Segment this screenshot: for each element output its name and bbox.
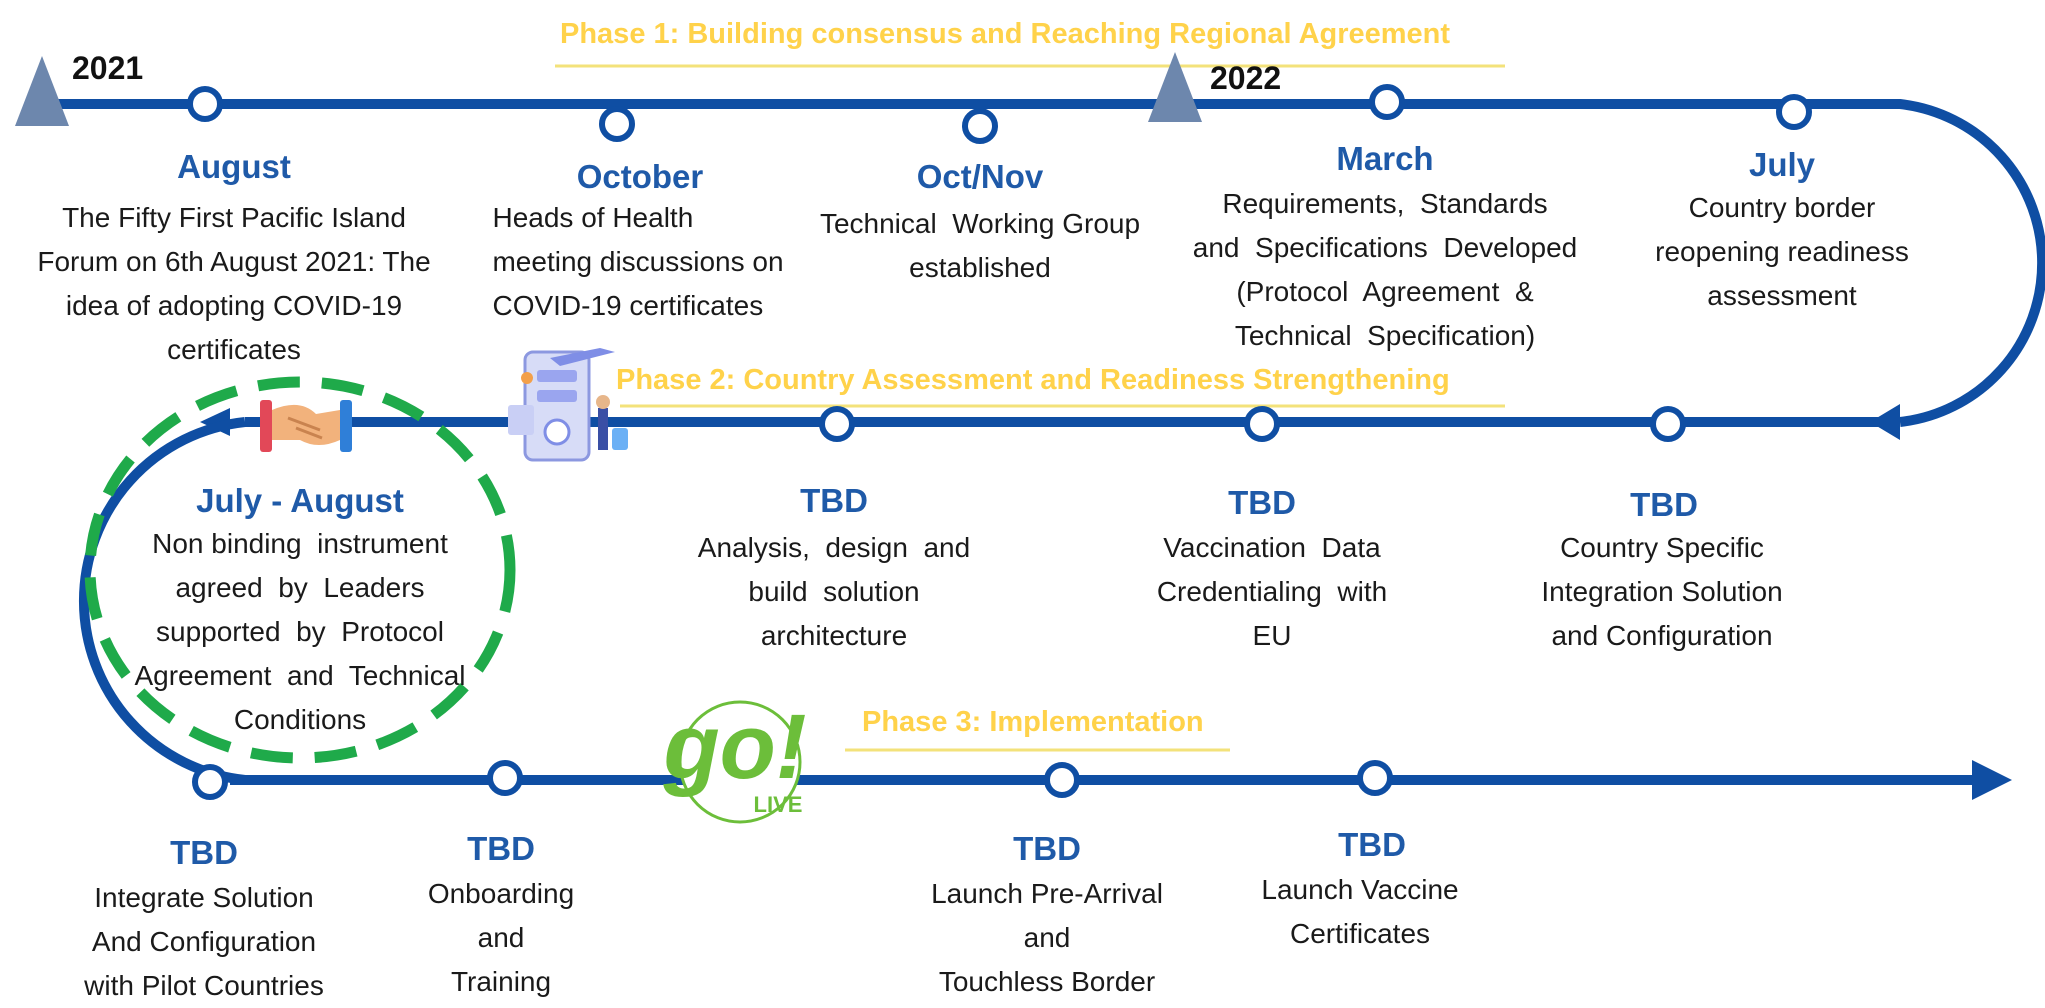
milestone-node — [1650, 406, 1686, 442]
handshake-icon — [260, 400, 352, 452]
milestone-description: Requirements, Standards and Specificatio… — [1192, 188, 1578, 351]
milestone-description: Vaccination Data Credentialing with EU — [1156, 532, 1388, 651]
live-logo-text: LIVE — [754, 792, 803, 817]
year-marker-2022 — [1148, 52, 1202, 122]
milestone-heading: August — [177, 148, 291, 185]
milestone-heading: TBD — [467, 830, 535, 867]
year-2022: 2022 — [1210, 60, 1282, 96]
milestone-description: Launch Pre-Arrival and Touchless Border — [931, 878, 1163, 997]
milestone-description: Technical Working Group established — [819, 208, 1141, 283]
milestone-heading: TBD — [1630, 486, 1698, 523]
milestone-node — [819, 406, 855, 442]
arrow-end — [1972, 760, 2012, 800]
milestone-heading: TBD — [1338, 826, 1406, 863]
milestone-node — [1244, 406, 1280, 442]
milestone-description: Heads of Health meeting discussions on C… — [492, 202, 784, 321]
phase2-title: Phase 2: Country Assessment and Readines… — [616, 364, 1450, 396]
go-logo-text: go! — [662, 696, 806, 798]
milestone-heading: TBD — [800, 482, 868, 519]
milestone-description: Country border reopening readiness asses… — [1655, 192, 1909, 311]
milestone-description: Integrate Solution And Configuration wit… — [84, 882, 324, 1001]
milestone-description: Onboarding and Training — [427, 878, 575, 997]
milestone-node — [599, 106, 635, 142]
milestone-heading: TBD — [1228, 484, 1296, 521]
milestone-node — [192, 764, 228, 800]
milestone-node — [1776, 94, 1812, 130]
milestone-heading: July — [1748, 146, 1816, 183]
milestone-heading: July - August — [196, 482, 404, 519]
track-left-curve — [78, 417, 246, 785]
year-2021: 2021 — [72, 50, 144, 86]
milestone-node — [187, 86, 223, 122]
milestone-description: Country Specific Integration Solution an… — [1541, 532, 1783, 651]
highlight-ellipse — [84, 376, 516, 764]
milestone-heading: Oct/Nov — [916, 158, 1044, 195]
milestone-description: Analysis, design and build solution arch… — [697, 532, 971, 651]
phase1-title: Phase 1: Building consensus and Reaching… — [560, 18, 1451, 50]
go-live-logo: go! LIVE — [662, 696, 807, 824]
travel-phone-icon — [508, 348, 628, 462]
track-row1 — [40, 99, 2045, 427]
milestone-heading: March — [1336, 140, 1434, 177]
milestone-node — [487, 760, 523, 796]
milestone-node — [962, 108, 998, 144]
milestone-heading: TBD — [170, 834, 238, 871]
milestone-heading: October — [576, 158, 704, 195]
milestone-description: Launch Vaccine Certificates — [1261, 874, 1459, 949]
milestone-node — [1044, 762, 1080, 798]
milestone-node — [1357, 760, 1393, 796]
milestone-node — [1369, 84, 1405, 120]
year-marker-2021 — [15, 56, 69, 126]
milestone-description: The Fifty First Pacific Island Forum on … — [37, 202, 431, 365]
phase3-title: Phase 3: Implementation — [862, 706, 1204, 738]
milestone-description: Non binding instrument agreed by Leaders… — [134, 528, 466, 735]
milestone-heading: TBD — [1013, 830, 1081, 867]
